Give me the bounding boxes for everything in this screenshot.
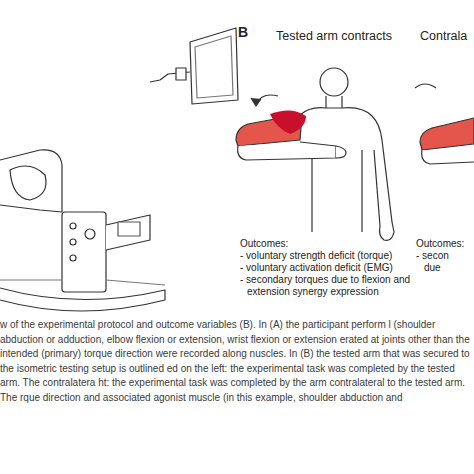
forearm	[238, 142, 336, 160]
outcome-item: - voluntary strength deficit (torque)	[240, 250, 392, 262]
hand	[380, 222, 395, 240]
outcome-item: due	[424, 262, 441, 274]
device-sensor	[118, 222, 140, 236]
hand	[336, 146, 346, 158]
caption-text: w of the experimental protocol and outco…	[0, 319, 470, 403]
neck	[326, 96, 342, 108]
outcomes-heading: Outcomes:	[416, 238, 464, 250]
device-knob	[70, 239, 76, 245]
arm-support	[0, 150, 62, 212]
deltoid-muscle	[270, 110, 306, 134]
outcome-item: - voluntary activation deficit (EMG)	[240, 262, 393, 274]
panel-title: Tested arm contracts	[276, 30, 392, 42]
right-arm	[374, 150, 380, 226]
torso	[312, 150, 362, 232]
outcome-item: - secon	[416, 250, 449, 262]
device-plate	[106, 215, 150, 250]
arm-cuff	[10, 166, 46, 200]
outcomes-heading: Outcomes:	[240, 238, 288, 250]
device-knob	[85, 229, 95, 239]
rotation-arrow	[415, 84, 436, 88]
monitor	[190, 28, 238, 104]
monitor-screen	[195, 36, 233, 98]
upper-arm	[420, 118, 474, 150]
caption: w of the experimental protocol and outco…	[0, 318, 474, 405]
panel-title: Contrala	[420, 30, 467, 42]
arrowhead	[251, 98, 261, 106]
head	[320, 68, 348, 96]
panel-letter: B	[238, 26, 248, 38]
monitor-bracket	[176, 68, 186, 80]
table-edge	[0, 280, 165, 285]
device-knob	[70, 223, 76, 229]
outcome-item: - secondary torques due to flexion and e…	[240, 274, 419, 298]
device-column	[62, 212, 106, 292]
device-knob	[70, 255, 76, 261]
forearm	[422, 150, 474, 164]
